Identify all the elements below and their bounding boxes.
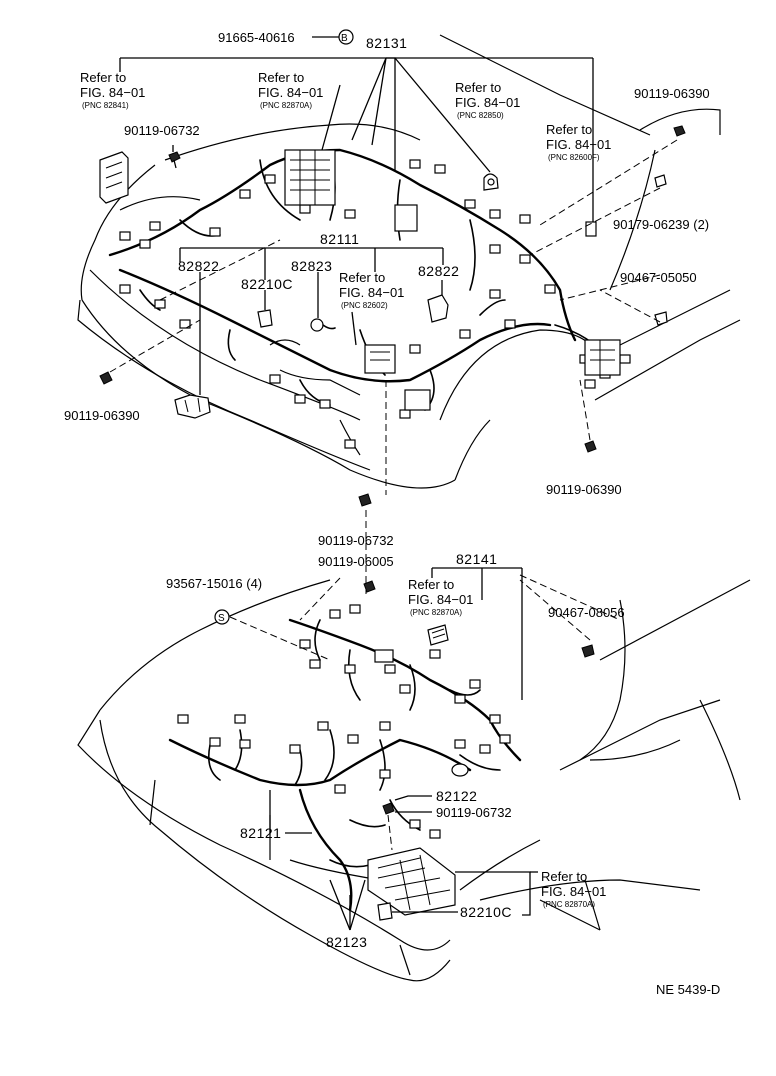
label-90119-06732-top: 90119-06732 bbox=[124, 123, 200, 138]
top-labels: 91665-40616 B 82131 Refer to FIG. 84−01 … bbox=[64, 29, 710, 548]
bolt-90119-06732-bottom bbox=[382, 802, 395, 815]
top-car-body bbox=[77, 34, 741, 489]
top-leader-lines bbox=[119, 36, 594, 395]
ref-bottom-82870a-fig: FIG. 84−01 bbox=[408, 592, 473, 607]
label-82822-left: 82822 bbox=[178, 258, 219, 274]
drawing-number: NE 5439-D bbox=[656, 982, 720, 997]
label-90119-06732-center: 90119-06732 bbox=[318, 533, 394, 548]
label-82123: 82123 bbox=[326, 934, 367, 950]
ref-82602-pnc: (PNC 82602) bbox=[341, 301, 388, 310]
connector-82600f bbox=[585, 221, 597, 237]
label-90119-06390-left: 90119-06390 bbox=[64, 408, 140, 423]
bottom-labels: 90119-06005 82141 93567-15016 (4) S Refe… bbox=[166, 551, 625, 950]
sensor-82850 bbox=[483, 173, 499, 191]
label-90467-08056: 90467-08056 bbox=[548, 605, 625, 620]
connector-82823 bbox=[310, 318, 336, 332]
relay-82822-right bbox=[427, 294, 449, 323]
label-circle-s: S bbox=[218, 613, 225, 624]
bottom-connectors bbox=[177, 604, 511, 921]
ref-bottom2-82870a-refer: Refer to bbox=[541, 869, 587, 884]
ref-bottom2-82870a-pnc: (PNC 82870A) bbox=[543, 900, 595, 909]
ref-82870a-refer: Refer to bbox=[258, 70, 304, 85]
label-82210c-top: 82210C bbox=[241, 276, 293, 292]
clip-90179 bbox=[654, 174, 667, 188]
label-82823: 82823 bbox=[291, 258, 332, 274]
circle-s-marker bbox=[214, 609, 230, 625]
label-82121: 82121 bbox=[240, 825, 281, 841]
bottom-bolts bbox=[363, 580, 595, 815]
label-90119-06390-top-right: 90119-06390 bbox=[634, 86, 710, 101]
top-components bbox=[99, 125, 686, 507]
label-90179-06239: 90179-06239 (2) bbox=[613, 217, 709, 232]
label-90119-06390-bottom-right: 90119-06390 bbox=[546, 482, 622, 497]
top-dashed-lines bbox=[109, 139, 678, 595]
bolt-90467-08056 bbox=[581, 644, 595, 658]
bottom-wire-harness bbox=[168, 618, 522, 912]
ref-82850-pnc: (PNC 82850) bbox=[457, 111, 504, 120]
ref-82600f-fig: FIG. 84−01 bbox=[546, 137, 611, 152]
bolt-90119-06390-left bbox=[99, 371, 113, 385]
bottom-leader-lines bbox=[229, 567, 621, 931]
label-82822-right: 82822 bbox=[418, 263, 459, 279]
ref-82850-fig: FIG. 84−01 bbox=[455, 95, 520, 110]
clip-90467-05050 bbox=[654, 311, 668, 326]
connector-82841 bbox=[99, 151, 129, 204]
label-90119-06005: 90119-06005 bbox=[318, 554, 394, 569]
ref-bottom-82870a-pnc: (PNC 82870A) bbox=[410, 608, 462, 617]
bolt-90119-06732-center bbox=[358, 493, 372, 507]
label-82141: 82141 bbox=[456, 551, 497, 567]
ref-82841-refer: Refer to bbox=[80, 70, 126, 85]
ref-82602-fig: FIG. 84−01 bbox=[339, 285, 404, 300]
bolt-90119-06732-top bbox=[168, 151, 181, 169]
bolt-90119-06390-top-right bbox=[673, 125, 686, 137]
ref-bottom-82870a-refer: Refer to bbox=[408, 577, 454, 592]
ref-82870a-pnc: (PNC 82870A) bbox=[260, 101, 312, 110]
ref-82600f-refer: Refer to bbox=[546, 122, 592, 137]
ref-82841-pnc: (PNC 82841) bbox=[82, 101, 129, 110]
ref-82602-refer: Refer to bbox=[339, 270, 385, 285]
top-connectors bbox=[119, 149, 631, 449]
label-91665-40616: 91665-40616 bbox=[218, 30, 295, 45]
label-82131: 82131 bbox=[366, 35, 407, 51]
ref-82870a-fig: FIG. 84−01 bbox=[258, 85, 323, 100]
bolt-90119-06005 bbox=[363, 580, 376, 593]
label-82122: 82122 bbox=[436, 788, 477, 804]
circle-b-marker bbox=[338, 29, 354, 45]
relay-82822-left bbox=[174, 394, 211, 419]
bottom-car-body bbox=[77, 579, 751, 982]
label-82111: 82111 bbox=[320, 231, 359, 247]
label-93567-15016: 93567-15016 (4) bbox=[166, 576, 262, 591]
bolt-90119-06390-bottom-right bbox=[584, 440, 597, 453]
ref-82850-refer: Refer to bbox=[455, 80, 501, 95]
label-82210c-bottom: 82210C bbox=[460, 904, 512, 920]
ref-82841-fig: FIG. 84−01 bbox=[80, 85, 145, 100]
fuse-box bbox=[367, 847, 456, 916]
relay-82210c-top bbox=[257, 309, 273, 328]
ref-82600f-pnc: (PNC 82600F) bbox=[548, 153, 600, 162]
label-circle-b: B bbox=[341, 33, 348, 44]
label-90119-06732-bottom: 90119-06732 bbox=[436, 805, 512, 820]
label-90467-05050: 90467-05050 bbox=[620, 270, 697, 285]
ref-bottom2-82870a-fig: FIG. 84−01 bbox=[541, 884, 606, 899]
